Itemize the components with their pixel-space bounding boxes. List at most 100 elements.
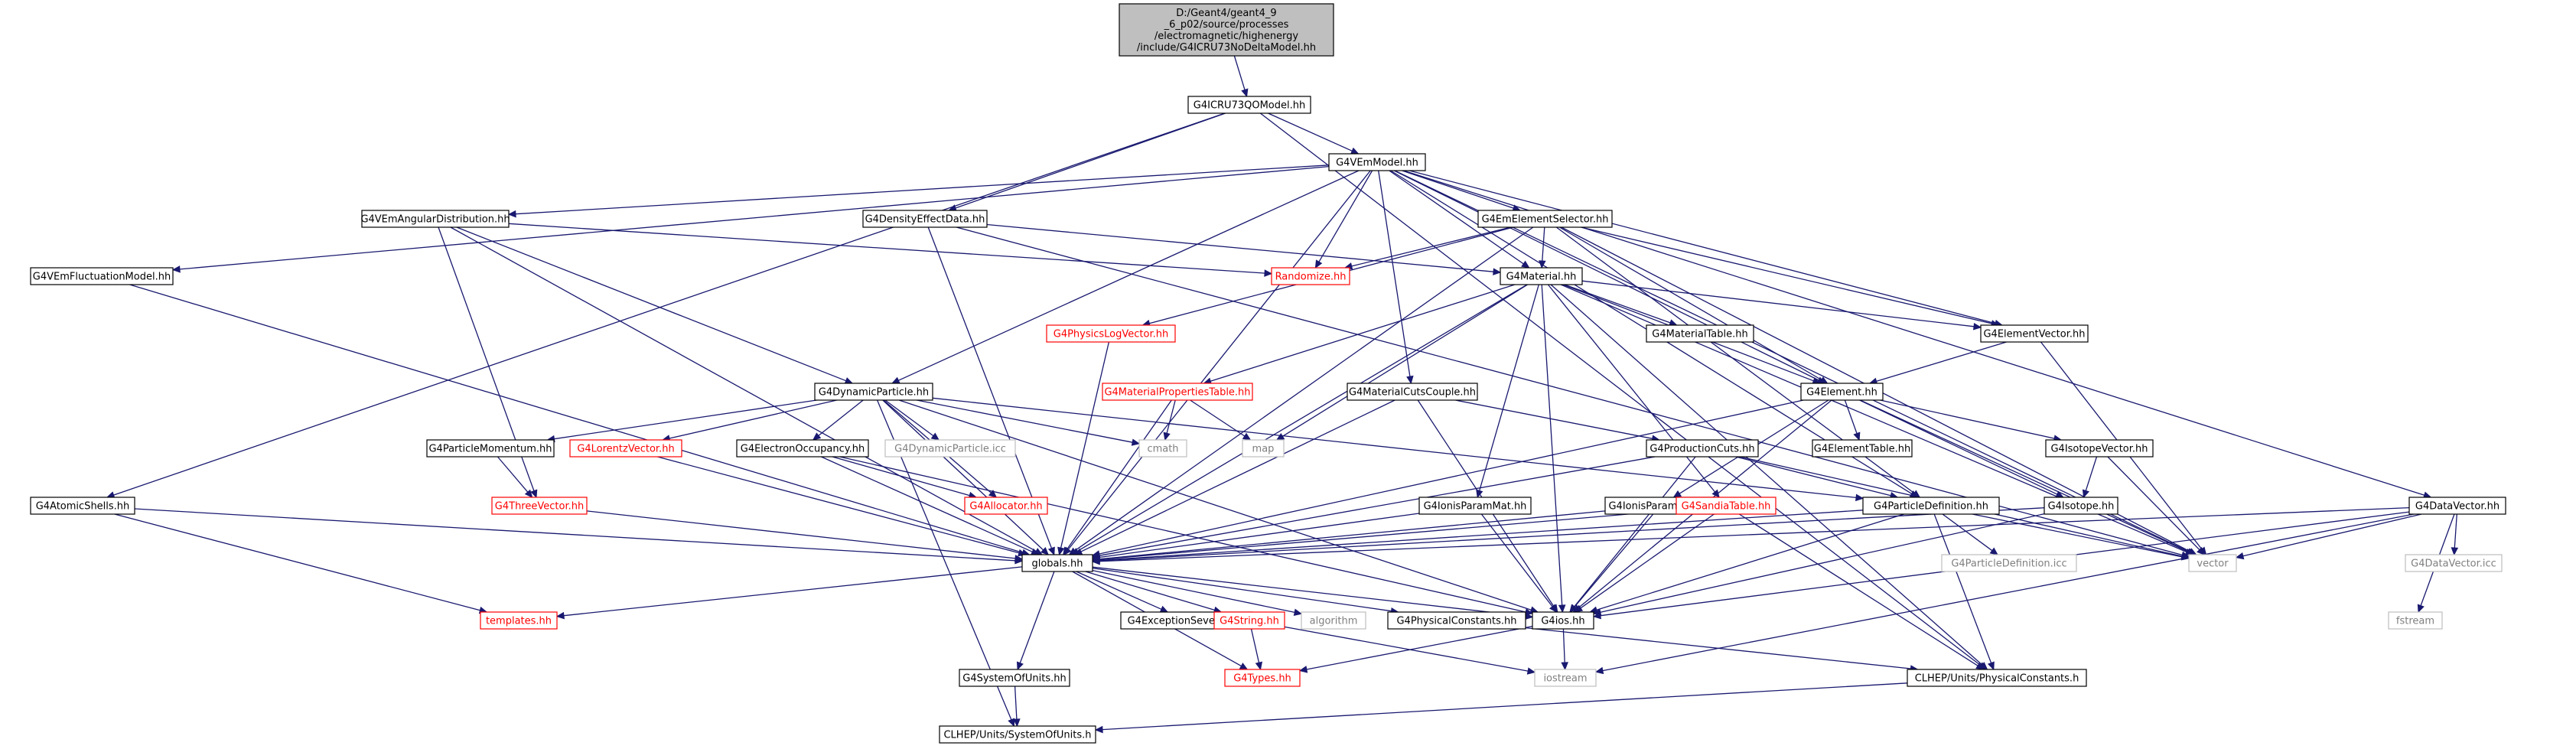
edge-g4vemmodel-to-g4materialcutscouple <box>1378 170 1414 385</box>
node-g4vemangulardistribution[interactable]: G4VEmAngularDistribution.hh <box>360 210 510 228</box>
node-box <box>361 210 510 228</box>
node-g4productioncuts[interactable]: G4ProductionCuts.hh <box>1646 439 1759 458</box>
node-g4ios[interactable]: G4ios.hh <box>1532 611 1594 630</box>
edge-line <box>1284 626 1529 672</box>
node-g4electronoccupancy[interactable]: G4ElectronOccupancy.hh <box>736 439 869 458</box>
node-g4allocator[interactable]: G4Allocator.hh <box>964 497 1048 515</box>
edge-line <box>1076 571 1162 610</box>
edge-line <box>1933 513 1992 663</box>
node-g4types[interactable]: G4Types.hh <box>1224 669 1301 687</box>
node-g4datavector[interactable]: G4DataVector.hh <box>2408 497 2506 515</box>
node-g4string[interactable]: G4String.hh <box>1213 611 1285 630</box>
edge-line <box>2242 513 2422 557</box>
node-root[interactable]: D:/Geant4/geant4_9_6_p02/source/processe… <box>1119 3 1334 57</box>
node-label: algorithm <box>1310 616 1358 627</box>
node-g4dynamicparticle[interactable]: G4DynamicParticle.hh <box>814 383 933 401</box>
node-box <box>1980 324 2089 343</box>
node-fstream[interactable]: fstream <box>2388 611 2443 630</box>
edge-g4vemmodel-to-g4vemfluctuationmodel <box>171 165 1330 273</box>
node-g4densityeffectdata[interactable]: G4DensityEffectData.hh <box>862 210 988 228</box>
node-g4datavector-icc[interactable]: G4DataVector.icc <box>2405 554 2503 572</box>
node-g4vemmodel[interactable]: G4VEmModel.hh <box>1328 153 1426 171</box>
edge-line <box>1394 170 1819 381</box>
edge-g4material-to-g4ios <box>1541 284 1566 614</box>
node-g4isotopevector[interactable]: G4IsotopeVector.hh <box>2045 439 2154 458</box>
node-g4elementtable[interactable]: G4ElementTable.hh <box>1812 439 1913 458</box>
node-g4systemofunits[interactable]: G4SystemOfUnits.hh <box>959 669 1070 687</box>
node-g4sandiatable[interactable]: G4SandiaTable.hh <box>1676 497 1776 515</box>
node-label: G4ElectronOccupancy.hh <box>741 444 865 455</box>
node-g4emelementselector[interactable]: G4EmElementSelector.hh <box>1477 210 1613 228</box>
node-g4threevector[interactable]: G4ThreeVector.hh <box>491 497 588 515</box>
node-box <box>959 669 1070 687</box>
edge-arrowhead <box>1241 88 1249 98</box>
node-algorithm[interactable]: algorithm <box>1301 611 1366 630</box>
node-templates[interactable]: templates.hh <box>480 611 558 630</box>
node-box <box>30 497 135 515</box>
node-iostream[interactable]: iostream <box>1534 669 1597 687</box>
node-g4particledefinition[interactable]: G4ParticleDefinition.hh <box>1862 497 2000 515</box>
node-g4element[interactable]: G4Element.hh <box>1800 383 1884 401</box>
edge-arrowhead <box>1293 608 1303 617</box>
edge-g4vemmodel-to-g4element <box>1394 170 1826 384</box>
edge-line <box>179 165 1330 270</box>
node-box <box>1676 497 1776 515</box>
edge-line <box>2107 456 2200 551</box>
node-label: vector <box>2197 558 2229 570</box>
node-g4particlemomentum[interactable]: G4ParticleMomentum.hh <box>426 439 555 458</box>
node-g4physicslogvector[interactable]: G4PhysicsLogVector.hh <box>1046 324 1176 343</box>
node-g4dynamicparticle-icc[interactable]: G4DynamicParticle.icc <box>884 439 1016 458</box>
node-label: Randomize.hh <box>1275 272 1347 283</box>
edge-line <box>1019 571 1055 663</box>
edge-arrowhead <box>844 377 854 384</box>
node-g4materialtable[interactable]: G4MaterialTable.hh <box>1646 324 1754 343</box>
node-box <box>2388 611 2443 630</box>
node-g4vemfluctuationmodel[interactable]: G4VEmFluctuationModel.hh <box>30 267 174 285</box>
edge-g4vemmodel-to-g4material <box>1389 170 1530 269</box>
edge-arrowhead <box>1008 718 1015 728</box>
node-vector[interactable]: vector <box>2188 554 2237 572</box>
edge-line <box>1389 170 1524 265</box>
node-g4materialcutscouple[interactable]: G4MaterialCutsCouple.hh <box>1347 383 1478 401</box>
edge-arrowhead <box>1561 662 1568 671</box>
node-g4material[interactable]: G4Material.hh <box>1500 267 1583 285</box>
edge-line <box>1600 513 2045 613</box>
node-globals[interactable]: globals.hh <box>1021 554 1093 572</box>
edge-g4isotopevector-to-g4isotope <box>2082 456 2098 499</box>
edge-g4material-to-clhep-physicalconstants <box>1550 284 1988 670</box>
edge-line <box>1259 112 1981 666</box>
node-g4icru73qomodel[interactable]: G4ICRU73QOModel.hh <box>1187 96 1311 114</box>
edge-arrowhead <box>2235 552 2245 560</box>
node-box <box>964 497 1048 515</box>
node-randomize[interactable]: Randomize.hh <box>1271 267 1350 285</box>
node-label: G4PhysicalConstants.hh <box>1396 616 1516 627</box>
edge-g4isotopevector-to-vector <box>2107 456 2205 555</box>
node-clhep-physicalconstants[interactable]: CLHEP/Units/PhysicalConstants.h <box>1907 669 2087 687</box>
node-g4lorentzvector[interactable]: G4LorentzVector.hh <box>569 439 682 458</box>
node-g4elementvector[interactable]: G4ElementVector.hh <box>1980 324 2089 343</box>
node-label: G4DataVector.hh <box>2415 501 2499 513</box>
node-g4particledefinition-icc[interactable]: G4ParticleDefinition.icc <box>1941 554 2077 572</box>
edge-arrowhead <box>812 432 822 441</box>
node-g4isotope[interactable]: G4Isotope.hh <box>2044 497 2118 515</box>
node-g4materialpropertiestable[interactable]: G4MaterialPropertiesTable.hh <box>1102 383 1253 401</box>
node-g4physicalconstants[interactable]: G4PhysicalConstants.hh <box>1387 611 1526 630</box>
edge-line <box>1099 513 1420 558</box>
node-g4atomicshells[interactable]: G4AtomicShells.hh <box>30 497 135 515</box>
edge-g4physicslogvector-to-globals <box>1057 341 1110 556</box>
edge-line <box>1092 566 1526 617</box>
node-label: G4String.hh <box>1220 616 1279 627</box>
edge-arrowhead <box>2451 547 2459 556</box>
edge-g4ios-to-g4types <box>1298 625 1533 673</box>
edge-clhep-physicalconstants-to-clhep-systemofunits <box>1094 682 1908 734</box>
node-clhep-systemofunits[interactable]: CLHEP/Units/SystemOfUnits.h <box>939 725 1096 744</box>
node-g4ionisparammat[interactable]: G4IonisParamMat.hh <box>1418 497 1532 515</box>
node-map[interactable]: map <box>1242 439 1285 458</box>
edge-g4particledefinition-to-clhep-physicalconstants <box>1933 513 1995 671</box>
node-box <box>491 497 588 515</box>
node-box <box>1301 611 1366 630</box>
node-cmath[interactable]: cmath <box>1138 439 1187 458</box>
edge-arrowhead <box>507 210 516 218</box>
edge-line <box>1394 170 2190 552</box>
